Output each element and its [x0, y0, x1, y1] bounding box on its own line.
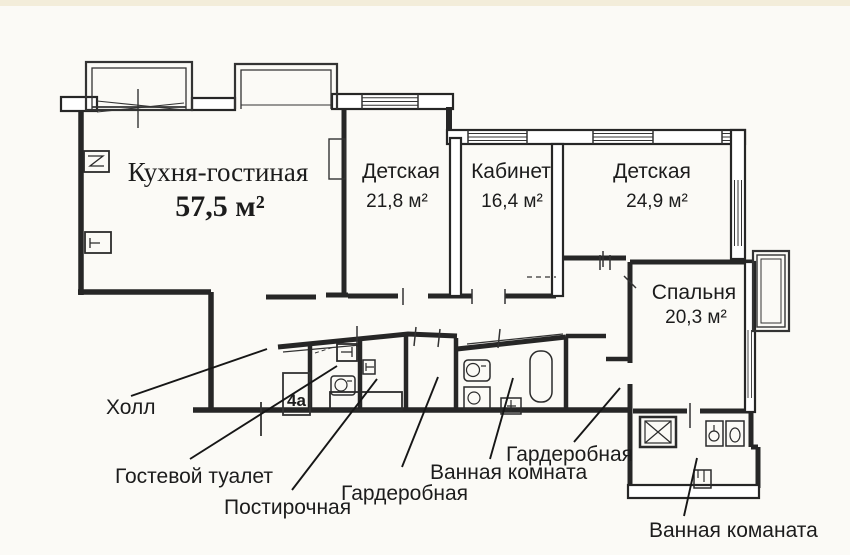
room-area-kitchen-living: 57,5 м² [175, 190, 264, 223]
callout-laundry: Постирочная [224, 496, 351, 519]
room-area-children-1: 21,8 м² [366, 191, 428, 212]
callout-wardrobe-2: Гардеробная [506, 443, 633, 466]
callout-wardrobe-1: Гардеробная [341, 482, 468, 505]
room-area-bedroom: 20,3 м² [665, 307, 727, 328]
window-walls [59, 92, 761, 500]
door-marks [260, 251, 691, 436]
callout-bathroom-1: Ванная комната [430, 461, 588, 484]
unit-number-label: 4а [287, 391, 306, 410]
paper-edge [0, 0, 850, 6]
room-label-bedroom: Спальня [652, 281, 736, 304]
callout-guest-wc: Гостевой туалет [115, 465, 273, 488]
room-label-children-2: Детская [613, 160, 691, 183]
balcony-top-left [84, 60, 194, 128]
niche-top [233, 62, 339, 109]
room-area-study: 16,4 м² [481, 191, 543, 212]
callout-bathroom-2: Ванная команата [649, 519, 818, 542]
bathroom-2-fixtures [638, 415, 745, 489]
callout-hall: Холл [106, 396, 156, 419]
room-label-kitchen-living: Кухня-гостиная [128, 157, 309, 187]
laundry-fixtures [329, 359, 403, 411]
room-label-study: Кабинет [471, 160, 551, 183]
callout-labels: Холл Гостевой туалет Постирочная Гардеро… [106, 391, 818, 542]
callout-leader-lines [130, 348, 698, 517]
inner-rooms-walls [277, 138, 630, 416]
guest-wc-fixtures [314, 343, 358, 396]
bathroom-1-fixtures [463, 350, 553, 415]
room-labels: Кухня-гостиная 57,5 м² Детская 21,8 м² К… [128, 157, 736, 328]
room-label-children-1: Детская [362, 160, 440, 183]
kitchen-wall-features [83, 150, 112, 254]
room-area-children-2: 24,9 м² [626, 191, 688, 212]
balcony-right [751, 249, 791, 333]
